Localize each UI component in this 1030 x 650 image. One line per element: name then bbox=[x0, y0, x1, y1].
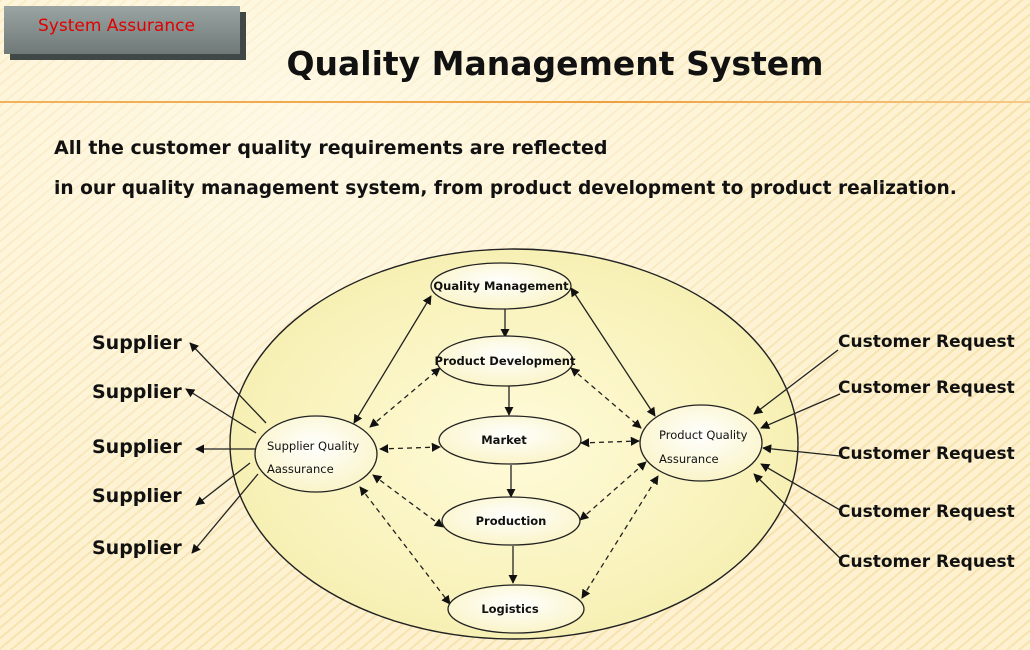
quality-management-node bbox=[430, 262, 572, 310]
supplier-label-4: Supplier bbox=[92, 485, 182, 507]
intro-line-1: All the customer quality requirements ar… bbox=[54, 137, 608, 159]
supplier-label-1: Supplier bbox=[92, 332, 182, 354]
arrow-from-customer-3 bbox=[762, 444, 841, 457]
intro-line-2: in our quality management system, from p… bbox=[54, 178, 957, 199]
supplier-label-3: Supplier bbox=[92, 436, 182, 458]
market-node bbox=[438, 415, 582, 465]
supplier-label-2: Supplier bbox=[92, 381, 182, 403]
section-badge-label: System Assurance bbox=[38, 16, 195, 36]
product-development-node bbox=[436, 335, 574, 387]
production-label: Production bbox=[476, 514, 547, 528]
arrow-qm-sqa bbox=[353, 295, 432, 424]
arrow-to-supplier-2 bbox=[185, 388, 257, 434]
supplier-label-5: Supplier bbox=[92, 537, 182, 559]
customer-request-label-2: Customer Request bbox=[838, 378, 1015, 398]
logistics-label: Logistics bbox=[481, 602, 539, 616]
dashed-market-pqa bbox=[580, 436, 640, 448]
dashed-production-pqa bbox=[579, 461, 647, 521]
arrow-to-supplier-1 bbox=[189, 342, 267, 424]
arrow-from-customer-2 bbox=[760, 393, 841, 429]
customer-request-label-1: Customer Request bbox=[838, 332, 1015, 352]
product-quality-assurance-node bbox=[639, 404, 763, 482]
sqa-label-line-1: Supplier Quality bbox=[267, 439, 359, 453]
arrow-to-supplier-4 bbox=[195, 462, 251, 506]
title-divider bbox=[0, 101, 1030, 103]
customer-request-label-5: Customer Request bbox=[838, 552, 1015, 572]
supplier-quality-assurance-node bbox=[254, 415, 378, 493]
dashed-pd-pqa bbox=[570, 367, 642, 429]
dashed-sqa-market bbox=[379, 442, 441, 454]
dashed-logistics-pqa bbox=[581, 475, 659, 599]
quality-management-label: Quality Management bbox=[433, 279, 569, 293]
page-title: Quality Management System bbox=[286, 44, 824, 83]
arrow-from-customer-4 bbox=[760, 463, 841, 511]
sqa-label-line-2: Aassurance bbox=[267, 462, 334, 476]
arrow-from-customer-5 bbox=[753, 473, 843, 561]
customer-request-label-4: Customer Request bbox=[838, 502, 1015, 522]
arrow-from-customer-1 bbox=[753, 349, 839, 415]
pqa-label-line-2: Assurance bbox=[659, 452, 719, 466]
customer-request-label-3: Customer Request bbox=[838, 444, 1015, 464]
dashed-sqa-logistics bbox=[359, 486, 451, 605]
dashed-sqa-pd bbox=[369, 367, 441, 428]
section-badge: System Assurance bbox=[4, 6, 240, 54]
pqa-label-line-1: Product Quality bbox=[659, 428, 748, 442]
market-label: Market bbox=[481, 433, 527, 447]
logistics-node bbox=[447, 584, 585, 634]
arrow-to-supplier-5 bbox=[191, 473, 259, 554]
production-node bbox=[441, 496, 581, 546]
product-development-label: Product Development bbox=[435, 354, 576, 368]
